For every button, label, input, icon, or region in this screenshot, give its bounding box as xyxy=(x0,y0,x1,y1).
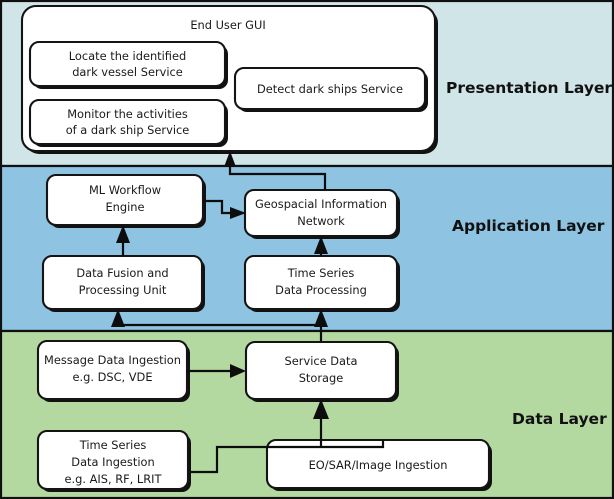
node-time-series-data-processing[interactable]: Time Series Data Processing xyxy=(243,254,400,312)
connector-gin-to-end-user-gui xyxy=(224,151,327,190)
connector-tsdp-to-gin xyxy=(314,236,328,256)
tsdi-line2: Data Ingestion xyxy=(71,455,154,469)
eosar-label: EO/SAR/Image Ingestion xyxy=(309,458,448,472)
gin-line1: Geospacial Information xyxy=(255,197,387,211)
locate-service-line2: dark vessel Service xyxy=(72,65,183,79)
connector-ml-to-gin xyxy=(203,199,246,219)
node-eo-sar-image-ingestion[interactable]: EO/SAR/Image Ingestion xyxy=(265,438,492,491)
node-locate-service[interactable]: Locate the identified dark vessel Servic… xyxy=(28,40,228,89)
node-service-data-storage[interactable]: Service Data Storage xyxy=(244,340,399,402)
data-fusion-line2: Processing Unit xyxy=(79,283,167,297)
message-ingestion-line1: Message Data Ingestion xyxy=(44,353,181,367)
monitor-service-line2: of a dark ship Service xyxy=(66,123,190,137)
connector-message-to-storage xyxy=(187,364,246,378)
node-time-series-data-ingestion[interactable]: Time Series Data Ingestion e.g. AIS, RF,… xyxy=(36,429,191,492)
gin-line2: Network xyxy=(297,214,345,228)
monitor-service-line1: Monitor the activities xyxy=(67,107,188,121)
node-ml-workflow-engine[interactable]: ML Workflow Engine xyxy=(45,173,206,228)
service-data-storage-line1: Service Data xyxy=(285,354,358,368)
connector-storage-to-application xyxy=(111,309,328,342)
ml-workflow-engine-line1: ML Workflow xyxy=(89,183,161,197)
connector-fusion-to-ml xyxy=(116,225,130,256)
locate-service-line1: Locate the identified xyxy=(69,49,186,63)
node-message-data-ingestion[interactable]: Message Data Ingestion e.g. DSC, VDE xyxy=(36,339,190,402)
service-data-storage-line2: Storage xyxy=(299,371,344,385)
data-fusion-line1: Data Fusion and xyxy=(76,266,168,280)
tsdi-line3: e.g. AIS, RF, LRIT xyxy=(64,472,161,486)
connector-ingestion-bus-to-storage xyxy=(191,399,385,474)
node-monitor-service[interactable]: Monitor the activities of a dark ship Se… xyxy=(28,98,228,147)
message-ingestion-line2: e.g. DSC, VDE xyxy=(72,370,152,384)
ml-workflow-engine-line2: Engine xyxy=(105,200,144,214)
detect-service-label: Detect dark ships Service xyxy=(257,82,403,96)
tsdp-line1: Time Series xyxy=(287,266,355,280)
node-detect-service[interactable]: Detect dark ships Service xyxy=(233,66,428,112)
end-user-gui-label: End User GUI xyxy=(190,18,265,32)
tsdi-line1: Time Series xyxy=(79,438,147,452)
data-layer-label: Data Layer xyxy=(512,410,607,428)
tsdp-line2: Data Processing xyxy=(275,283,367,297)
node-data-fusion-processing-unit[interactable]: Data Fusion and Processing Unit xyxy=(41,254,205,312)
presentation-layer-label: Presentation Layer xyxy=(446,79,612,97)
node-geospacial-information-network[interactable]: Geospacial Information Network xyxy=(243,188,400,239)
application-layer-label: Application Layer xyxy=(452,217,605,235)
